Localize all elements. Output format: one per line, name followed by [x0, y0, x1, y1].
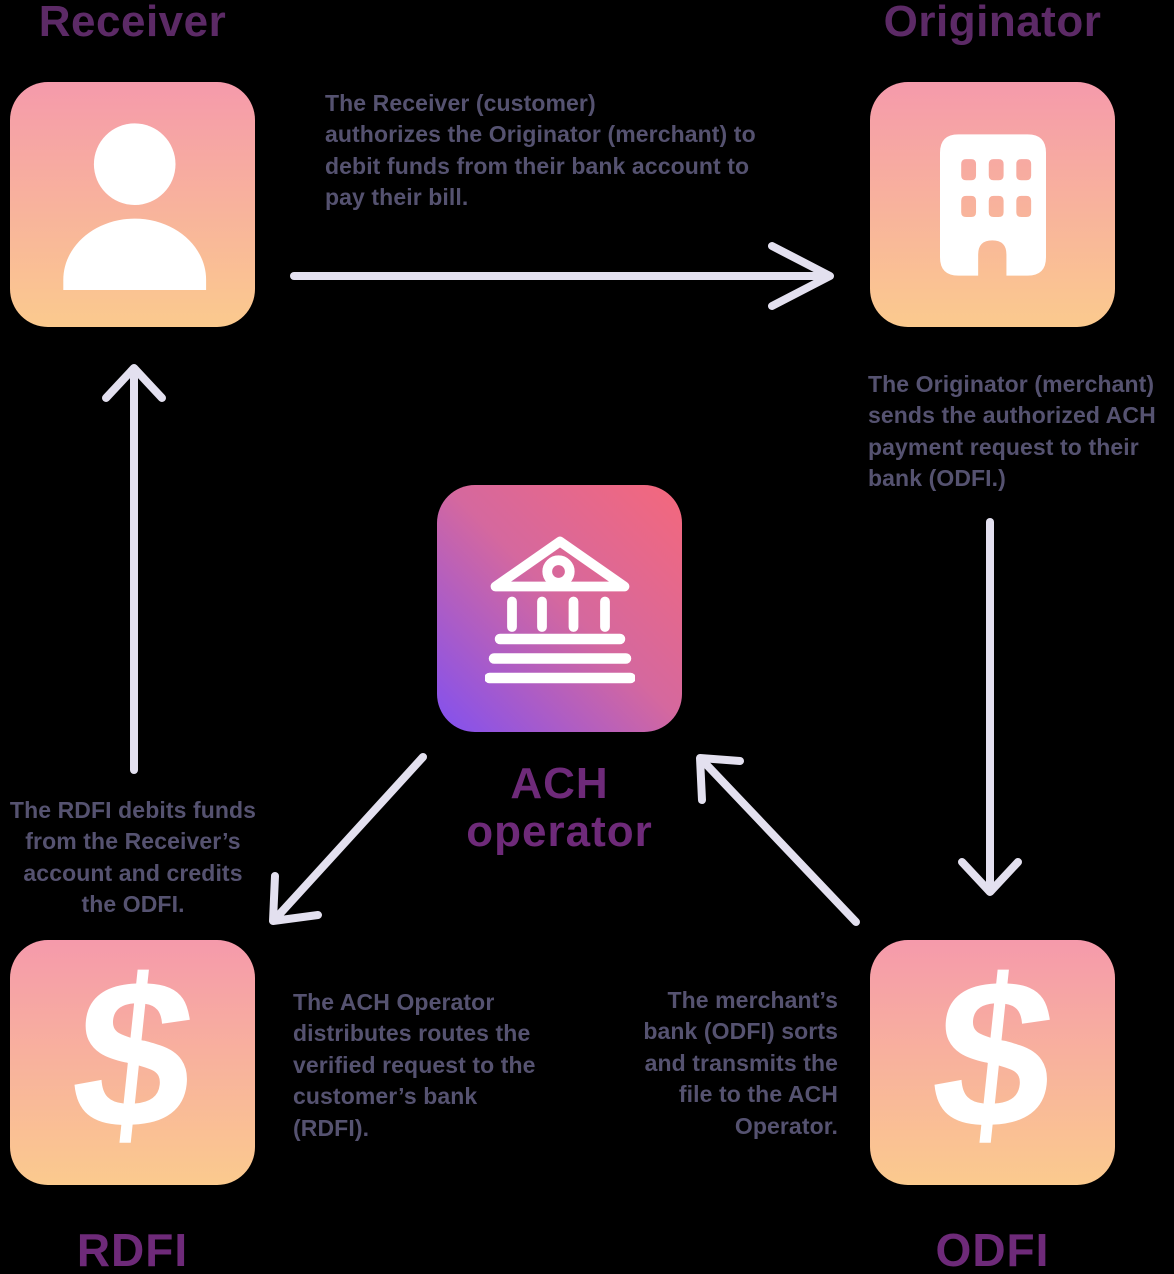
annotation-ach-operator-to-rdfi: The ACH Operator distributes routes the … [293, 987, 536, 1144]
annotation-line: the ODFI. [81, 891, 185, 918]
annotation-line: bank (ODFI.) [868, 465, 1006, 492]
annotation-line: The RDFI debits funds [9, 797, 257, 823]
receiver-title: Receiver [38, 0, 227, 46]
annotation-originator-to-odfi: The Originator (merchant) sends the auth… [868, 369, 1156, 495]
annotation-rdfi-to-receiver: The RDFI debits funds from the Receiver’… [5, 795, 261, 921]
dollar-sign-icon: $ [922, 934, 1065, 1172]
annotation-odfi-to-ach-operator: The merchant’s bank (ODFI) sorts and tra… [538, 985, 838, 1142]
annotation-line: pay their bill. [325, 184, 469, 211]
originator-card [870, 82, 1115, 327]
arrow-rdfi-to-receiver [102, 364, 166, 774]
annotation-line: The Receiver (customer) [325, 90, 596, 116]
annotation-line: customer’s bank [293, 1083, 478, 1110]
annotation-line: The ACH Operator [293, 989, 495, 1015]
annotation-line: The Originator (merchant) [868, 371, 1155, 397]
annotation-line: file to the ACH [678, 1081, 838, 1108]
arrow-receiver-to-originator [290, 242, 834, 310]
annotation-line: distributes routes the [293, 1020, 531, 1047]
arrow-ach-operator-to-rdfi [269, 753, 427, 925]
annotation-line: The merchant’s [667, 987, 838, 1013]
ach-operator-card [437, 485, 682, 732]
ach-operator-label-line2: operator [466, 807, 653, 856]
arrow-odfi-to-ach-operator [696, 754, 860, 926]
annotation-line: authorizes the Originator (merchant) to [325, 121, 756, 148]
rdfi-label: RDFI [76, 1224, 189, 1274]
ach-operator-label: ACH operator [437, 760, 682, 856]
annotation-line: account and credits [23, 859, 243, 886]
ach-operator-label-line1: ACH [510, 759, 609, 808]
odfi-card: $ [870, 934, 1115, 1185]
receiver-card [10, 82, 255, 327]
annotation-line: and transmits the [644, 1049, 838, 1076]
annotation-line: Operator. [734, 1112, 838, 1139]
annotation-line: payment request to their [868, 433, 1139, 460]
bank-icon [484, 536, 635, 683]
rdfi-card: $ [10, 934, 255, 1185]
building-icon [939, 133, 1046, 276]
annotation-line: sends the authorized ACH [868, 402, 1156, 429]
annotation-line: (RDFI). [293, 1114, 370, 1141]
annotation-line: bank (ODFI) sorts [643, 1018, 838, 1045]
originator-title: Originator [883, 0, 1102, 46]
annotation-line: from the Receiver’s [25, 828, 241, 855]
dollar-sign-icon: $ [62, 934, 205, 1172]
person-icon [62, 122, 206, 290]
annotation-line: debit funds from their bank account to [325, 152, 750, 179]
annotation-line: verified request to the [293, 1051, 536, 1078]
arrow-originator-to-odfi [958, 518, 1022, 896]
odfi-label: ODFI [935, 1224, 1050, 1274]
annotation-receiver-to-originator: The Receiver (customer) authorizes the O… [325, 88, 756, 214]
